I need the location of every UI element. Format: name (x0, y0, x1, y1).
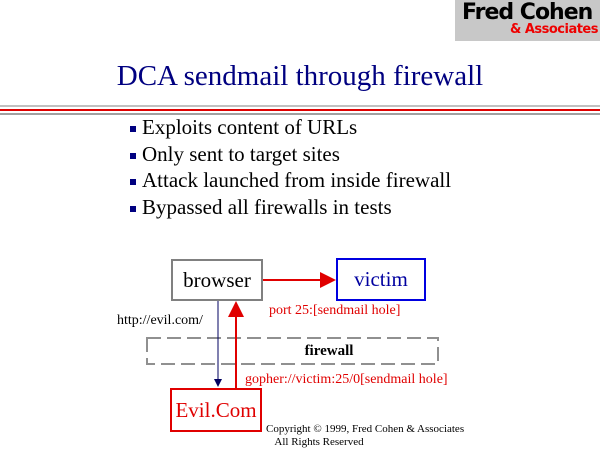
url-label: http://evil.com/ (117, 313, 203, 328)
evil-com-box: Evil.Com (170, 388, 262, 432)
logo: Fred Cohen & Associates (455, 0, 600, 41)
divider (0, 109, 600, 111)
copyright: Copyright © 1999, Fred Cohen & Associate… (266, 423, 465, 435)
bullet-icon (130, 126, 136, 132)
browser-box: browser (171, 259, 263, 301)
slide-title: DCA sendmail through firewall (116, 60, 484, 92)
firewall-label: firewall (304, 343, 354, 359)
firewall-box (146, 337, 439, 365)
logo-name: Fred Cohen (462, 0, 593, 25)
divider (0, 113, 600, 115)
victim-box: victim (336, 258, 426, 301)
bullet-item: Bypassed all firewalls in tests (130, 194, 451, 221)
bullet-icon (130, 179, 136, 185)
bullet-list: Exploits content of URLs Only sent to ta… (130, 114, 451, 220)
logo-associates: & Associates (509, 22, 599, 37)
bullet-icon (130, 152, 136, 159)
port-label: port 25:[sendmail hole] (269, 303, 401, 318)
divider (0, 105, 600, 107)
bullet-item: Attack launched from inside firewall (130, 167, 451, 194)
rights-reserved: All Rights Reserved (274, 436, 364, 448)
bullet-item: Exploits content of URLs (130, 114, 451, 141)
gopher-label: gopher://victim:25/0[sendmail hole] (245, 372, 448, 387)
bullet-item: Only sent to target sites (130, 141, 451, 168)
bullet-icon (130, 205, 136, 212)
